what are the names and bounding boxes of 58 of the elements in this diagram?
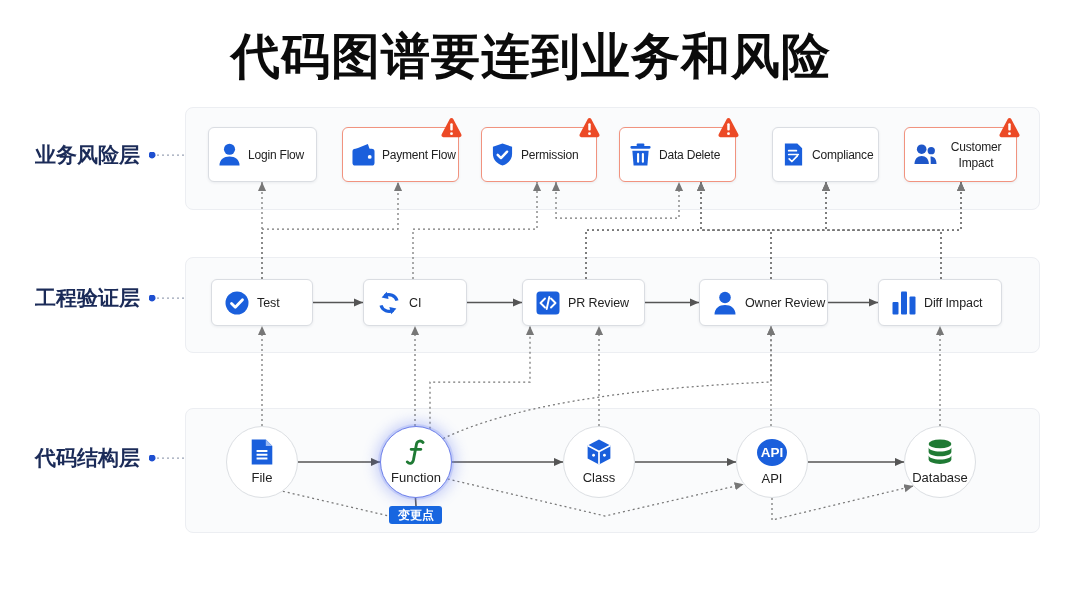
dotted-arrow	[935, 325, 945, 427]
dotted-arrow	[766, 325, 776, 427]
arrow	[312, 298, 364, 307]
step-card	[699, 279, 828, 326]
dotted-arrow	[594, 325, 604, 427]
dotted-arrow	[261, 181, 403, 280]
step-label: PR Review	[568, 294, 629, 311]
card-label: Login Flow	[248, 146, 305, 163]
dotted-arrow	[410, 325, 420, 427]
node-label: Function	[391, 470, 441, 485]
card-label: Compliance	[812, 146, 874, 163]
dotted-connector-line	[282, 490, 390, 517]
dotted-arrow	[447, 478, 745, 517]
step-card	[211, 279, 313, 326]
node-label: File	[251, 470, 273, 485]
step-label: Test	[257, 294, 280, 311]
dotted-arrow	[429, 325, 535, 430]
dotted-leader-line	[148, 151, 186, 159]
step-label: CI	[409, 294, 422, 311]
step-card	[363, 279, 467, 326]
change-point-tag: 变更点	[389, 506, 442, 524]
step-label: Owner Review	[745, 294, 826, 311]
arrow	[807, 457, 905, 467]
layer-label: 业务风险层	[35, 142, 140, 168]
dotted-double-arrow	[551, 181, 684, 219]
dotted-arrow	[940, 181, 966, 280]
step-card	[522, 279, 645, 326]
dotted-leader-line	[148, 294, 186, 302]
connector-line	[414, 497, 417, 507]
node-label: API	[761, 470, 783, 486]
layer-label: 代码结构层	[35, 445, 140, 471]
business-card	[772, 127, 879, 182]
arrow	[451, 457, 564, 467]
layer-band	[185, 257, 1040, 353]
arrow	[466, 298, 523, 307]
arrow	[297, 457, 381, 467]
layer-band	[185, 107, 1040, 210]
node-label: Class	[582, 470, 616, 485]
card-label: Permission	[521, 146, 579, 163]
card-label: Data Delete	[659, 146, 721, 163]
dotted-arrow	[412, 181, 542, 280]
entity-circle	[380, 426, 452, 498]
card-label: Payment Flow	[382, 146, 456, 163]
step-label: Diff Impact	[924, 294, 983, 311]
business-card	[208, 127, 317, 182]
node-label: Database	[912, 470, 968, 485]
arrow	[827, 298, 879, 307]
step-card	[878, 279, 1002, 326]
dotted-arrow	[257, 325, 267, 427]
arrow	[644, 298, 700, 307]
layer-band	[185, 408, 1040, 533]
dotted-arrow	[771, 484, 914, 521]
arrow	[634, 457, 737, 467]
layer-label: 工程验证层	[35, 285, 140, 311]
label-disc: API	[757, 438, 787, 466]
title: 代码图谱要连到业务和风险	[228, 27, 832, 87]
dotted-leader-line	[148, 454, 186, 462]
card-label: Customer Impact	[949, 138, 1003, 171]
